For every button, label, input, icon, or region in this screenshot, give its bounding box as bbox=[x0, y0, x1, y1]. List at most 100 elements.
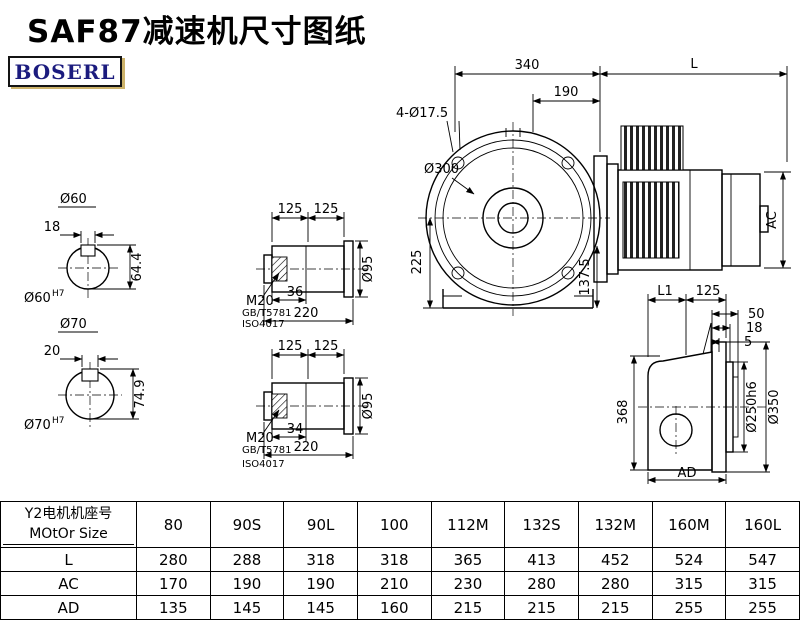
cell-l: 318 bbox=[283, 547, 358, 572]
dim-95-label: Ø95 bbox=[361, 256, 376, 283]
motor-fins bbox=[622, 181, 680, 259]
dim-key-18-label: 18 bbox=[44, 220, 61, 235]
terminal-box bbox=[620, 125, 684, 171]
thread-m20-label: M20 bbox=[246, 294, 274, 309]
dim-5-label: 5 bbox=[744, 335, 752, 350]
bore-60-tolerance: H7 bbox=[52, 289, 65, 299]
cell-ac: 315 bbox=[651, 571, 727, 596]
dim-125-label: 125 bbox=[696, 284, 721, 299]
dim-125a-label: 125 bbox=[278, 202, 303, 217]
size-col-header: 90L bbox=[283, 501, 358, 548]
cell-l: 365 bbox=[430, 547, 506, 572]
dim-137-5-label: 137.5 bbox=[578, 258, 593, 295]
size-col-header: 90S bbox=[209, 501, 285, 548]
bore-60-label: Ø60 bbox=[24, 291, 51, 306]
bolt-hole bbox=[451, 156, 465, 170]
size-col-header: 132M bbox=[577, 501, 653, 548]
fan-cover bbox=[721, 173, 761, 267]
standard-iso-label: ISO4017 bbox=[242, 319, 285, 330]
cell-ac: 315 bbox=[725, 571, 800, 596]
brand-logo-text: BOSERL bbox=[14, 59, 116, 84]
dim-368-label: 368 bbox=[616, 400, 631, 425]
dim-125b-label: 125 bbox=[314, 202, 339, 217]
dim-125a-label: 125 bbox=[278, 339, 303, 354]
cell-l: 524 bbox=[651, 547, 727, 572]
size-col-header: 112M bbox=[430, 501, 506, 548]
thread-m20-label: M20 bbox=[246, 431, 274, 446]
cell-ac: 190 bbox=[283, 571, 358, 596]
size-col-header: 160M bbox=[651, 501, 727, 548]
size-col-header: 100 bbox=[356, 501, 432, 548]
dim-l-label: L bbox=[690, 57, 698, 72]
output-shaft-top: 125 125 Ø95 36 220 M20 GB/T5781 ISO4017 bbox=[242, 202, 376, 330]
motor bbox=[593, 125, 769, 283]
dim-190-label: 190 bbox=[554, 85, 579, 100]
motor-size-label-en: MOtOr Size bbox=[3, 524, 134, 546]
standard-gb-label: GB/T5781 bbox=[242, 308, 292, 319]
page-title: SAF87减速机尺寸图纸 bbox=[27, 14, 367, 50]
dim-50-label: 50 bbox=[748, 307, 765, 322]
front-view-dimensions: 340 L 190 4-Ø17.5 Ø300 225 137.5 AC bbox=[396, 57, 791, 309]
table-header-row: Y2电机机座号 MOtOr Size 80 90S 90L 100 112M 1… bbox=[0, 501, 800, 548]
cell-l: 280 bbox=[136, 547, 211, 572]
dim-l1-label: L1 bbox=[657, 284, 673, 299]
cell-ac: 170 bbox=[136, 571, 211, 596]
dim-flange-dia-label: Ø300 bbox=[424, 162, 459, 177]
motor-dimension-table: Y2电机机座号 MOtOr Size 80 90S 90L 100 112M 1… bbox=[0, 501, 800, 620]
dim-ac-label: AC bbox=[765, 211, 780, 229]
cell-ac: 190 bbox=[209, 571, 285, 596]
row-label-l: L bbox=[0, 547, 137, 572]
bolt-hole bbox=[451, 266, 465, 280]
thread-hole bbox=[271, 256, 288, 282]
row-label-ac: AC bbox=[0, 571, 137, 596]
standard-iso-label: ISO4017 bbox=[242, 459, 285, 470]
front-view bbox=[418, 122, 610, 316]
bolt-hole bbox=[561, 156, 575, 170]
size-col-header: 132S bbox=[504, 501, 579, 548]
dim-74-9-label: 74.9 bbox=[133, 380, 148, 409]
dim-220-label: 220 bbox=[294, 440, 319, 455]
dim-18-label: 18 bbox=[746, 321, 763, 336]
standard-gb-label: GB/T5781 bbox=[242, 445, 292, 456]
dim-64-4-label: 64.4 bbox=[130, 253, 145, 282]
dim-key-20-label: 20 bbox=[44, 344, 61, 359]
cell-ac: 280 bbox=[504, 571, 579, 596]
cell-ac: 280 bbox=[577, 571, 653, 596]
dim-95-label: Ø95 bbox=[361, 393, 376, 420]
table-row-ac: AC 170 190 190 210 230 280 280 315 315 bbox=[0, 571, 800, 596]
motor-size-label-cn: Y2电机机座号 bbox=[24, 505, 113, 522]
cell-ad: 255 bbox=[725, 595, 800, 620]
dim-350-label: Ø350 bbox=[767, 389, 782, 424]
keyway bbox=[81, 368, 99, 382]
dim-250h6-label: Ø250h6 bbox=[745, 381, 760, 433]
table-row-l: L 280 288 318 318 365 413 452 524 547 bbox=[0, 547, 800, 572]
keyway bbox=[80, 244, 96, 257]
cell-l: 547 bbox=[725, 547, 800, 572]
bore-70-label: Ø70 bbox=[24, 418, 51, 433]
dim-36-label: 36 bbox=[287, 285, 304, 300]
motor-size-header-cell: Y2电机机座号 MOtOr Size bbox=[0, 501, 137, 548]
size-col-header: 80 bbox=[136, 501, 211, 548]
table-row-ad: AD 135 145 145 160 215 215 215 255 255 bbox=[0, 595, 800, 620]
dim-34-label: 34 bbox=[287, 422, 304, 437]
dim-125b-label: 125 bbox=[314, 339, 339, 354]
cell-ac: 230 bbox=[430, 571, 506, 596]
bore-70-tolerance: H7 bbox=[52, 416, 65, 426]
cell-l: 288 bbox=[209, 547, 285, 572]
cell-ad: 135 bbox=[136, 595, 211, 620]
dim-225-label: 225 bbox=[410, 250, 425, 275]
output-shaft-bottom: 125 125 Ø95 34 220 M20 GB/T5781 ISO4017 bbox=[242, 339, 376, 470]
bolt-hole bbox=[561, 266, 575, 280]
row-label-ad: AD bbox=[0, 595, 137, 620]
dia-60-label: Ø60 bbox=[60, 192, 87, 207]
cell-ad: 145 bbox=[209, 595, 285, 620]
cell-ad: 160 bbox=[356, 595, 432, 620]
dim-220-label: 220 bbox=[294, 306, 319, 321]
cell-ad: 215 bbox=[430, 595, 506, 620]
shaft-section-60: Ø60 18 64.4 Ø60 H7 bbox=[24, 192, 145, 306]
cell-l: 452 bbox=[577, 547, 653, 572]
size-col-header: 160L bbox=[725, 501, 800, 548]
cell-ad: 145 bbox=[283, 595, 358, 620]
cell-ad: 255 bbox=[651, 595, 727, 620]
